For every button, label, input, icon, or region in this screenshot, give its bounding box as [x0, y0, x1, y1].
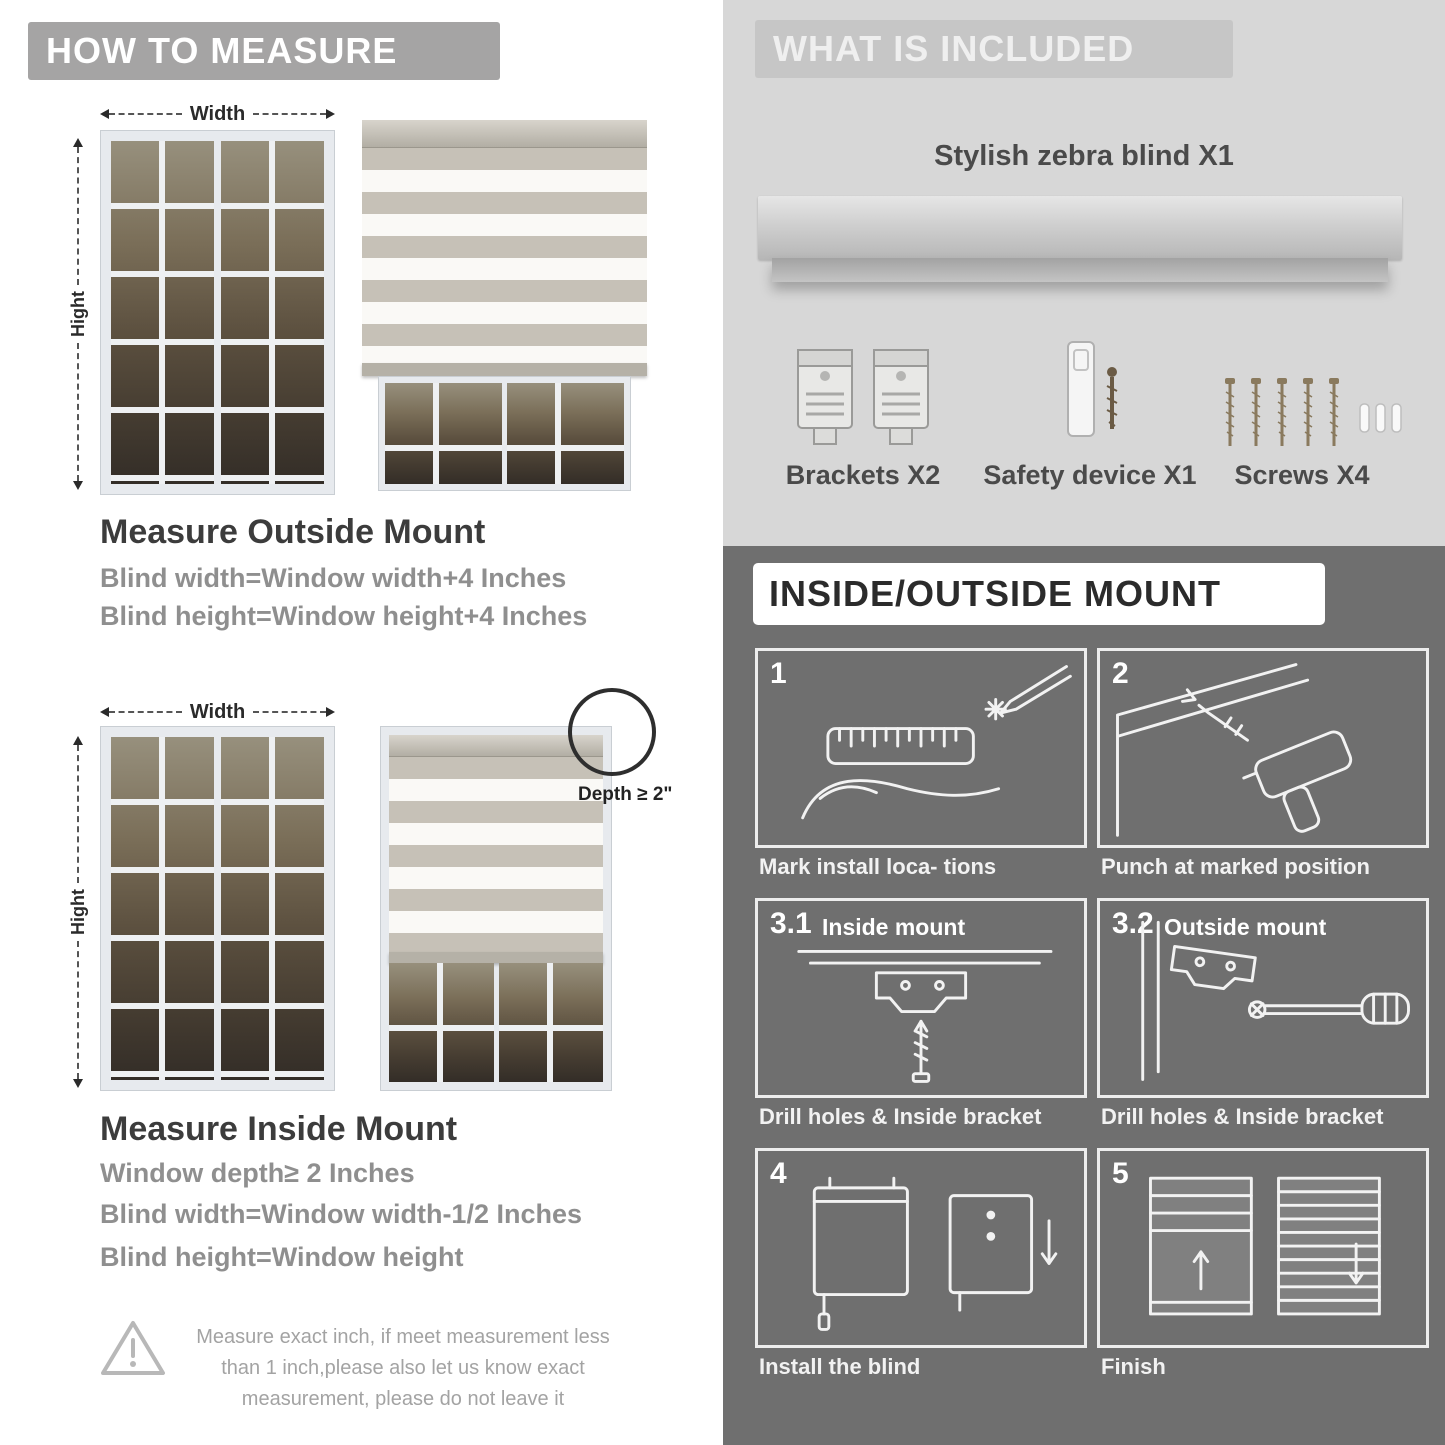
- step-caption: Install the blind: [759, 1354, 921, 1379]
- install-blind-illustration: [812, 1176, 1058, 1331]
- step-number: 1: [770, 657, 787, 690]
- how-to-measure-header: HOW TO MEASURE: [28, 22, 500, 80]
- step-caption: Mark install loca- tions: [759, 854, 997, 879]
- bracket-icon: [797, 349, 853, 445]
- outside-mount-rule-height: Blind height=Window height+4 Inches: [100, 601, 588, 631]
- step-number: 3.2: [1112, 907, 1154, 940]
- width-label: Width: [189, 700, 246, 723]
- step-number: 4: [770, 1157, 787, 1190]
- mark-location-illustration: [801, 665, 1072, 820]
- brackets-label: Brackets X2: [785, 460, 941, 490]
- arrowhead-left-icon: [100, 707, 109, 717]
- zebra-blind-inside-photo: [380, 726, 612, 1091]
- width-arrow: Width: [100, 102, 336, 125]
- inside-bracket-illustration: [797, 949, 1053, 1083]
- step-label: Outside mount: [1164, 914, 1327, 940]
- what-is-included-header: WHAT IS INCLUDED: [755, 20, 1233, 78]
- blind-headrail-image: [758, 196, 1402, 260]
- arrowhead-left-icon: [100, 109, 109, 119]
- depth-callout-circle: [568, 688, 656, 776]
- measure-warning-text: Measure exact inch, if meet measurement …: [196, 1326, 610, 1410]
- inside-mount-title: Measure Inside Mount: [100, 1110, 458, 1148]
- height-arrow: Hight: [66, 736, 90, 1089]
- arrowhead-down-icon: [73, 1079, 83, 1089]
- height-arrow: Hight: [66, 138, 90, 491]
- outside-mount-rule-width: Blind width=Window width+4 Inches: [100, 563, 567, 593]
- window-under-blind: [378, 376, 631, 491]
- blind-stripes: [362, 148, 647, 363]
- blind-headrail-lip: [772, 258, 1388, 282]
- inside-mount-rule-width: Blind width=Window width-1/2 Inches: [100, 1199, 583, 1229]
- screws-label: Screws X4: [1234, 460, 1370, 490]
- finish-illustration: [1149, 1176, 1381, 1316]
- step-number: 5: [1112, 1157, 1129, 1190]
- zebra-blind-outside-photo: [362, 120, 647, 495]
- height-label: Hight: [67, 291, 88, 337]
- blind-cassette: [389, 735, 603, 757]
- arrowhead-up-icon: [73, 736, 83, 745]
- inside-mount-rule-height: Blind height=Window height: [100, 1242, 464, 1272]
- blind-hem-bar: [389, 952, 603, 963]
- inside-outside-mount-header: INSIDE/OUTSIDE MOUNT: [753, 563, 1325, 625]
- step-caption: Drill holes & Inside bracket: [1101, 1104, 1384, 1129]
- width-arrow: Width: [100, 700, 336, 723]
- step-caption: Finish: [1101, 1354, 1166, 1379]
- screws-icon: [1223, 376, 1402, 448]
- arrowhead-right-icon: [326, 707, 336, 717]
- blind-hem-bar: [362, 363, 647, 376]
- safety-device-icon: [1067, 341, 1118, 437]
- step-number: 2: [1112, 657, 1129, 690]
- step-panel-4: 4: [755, 1148, 1087, 1348]
- safety-device-label: Safety device X1: [983, 460, 1197, 490]
- blind-stripes: [389, 757, 603, 952]
- warning-triangle-icon: [101, 1321, 165, 1375]
- arrowhead-right-icon: [326, 109, 336, 119]
- step-caption: Drill holes & Inside bracket: [759, 1104, 1042, 1129]
- step-label: Inside mount: [822, 914, 966, 940]
- depth-label: Depth ≥ 2": [578, 784, 673, 805]
- step-caption: Punch at marked position: [1101, 854, 1370, 879]
- window-photo-inside: [100, 726, 335, 1091]
- step-panel-5: 5: [1097, 1148, 1429, 1348]
- arrowhead-down-icon: [73, 481, 83, 491]
- outside-mount-title: Measure Outside Mount: [100, 513, 486, 551]
- step-panel-3-2: 3.2 Outside mount: [1097, 898, 1429, 1098]
- height-label: Hight: [67, 889, 88, 935]
- step-panel-3-1: 3.1 Inside mount: [755, 898, 1087, 1098]
- product-title: Stylish zebra blind X1: [934, 140, 1234, 172]
- inside-mount-rule-depth: Window depth≥ 2 Inches: [100, 1158, 415, 1188]
- blind-cassette: [362, 120, 647, 148]
- step-panel-2: 2: [1097, 648, 1429, 848]
- arrowhead-up-icon: [73, 138, 83, 147]
- step-panel-1: 1: [755, 648, 1087, 848]
- outside-bracket-illustration: [1141, 920, 1410, 1081]
- window-photo-outside: [100, 130, 335, 495]
- width-label: Width: [189, 102, 246, 125]
- bracket-icon: [873, 349, 929, 445]
- step-number: 3.1: [770, 907, 812, 940]
- drill-illustration: [1116, 663, 1353, 837]
